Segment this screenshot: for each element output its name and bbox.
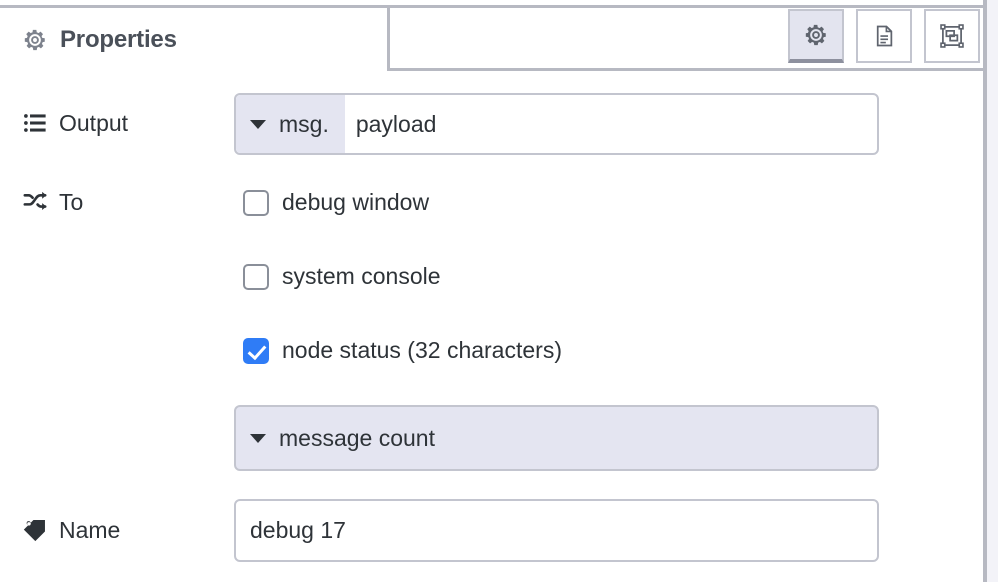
name-row: Name — [0, 499, 983, 562]
checkbox-node-status-box[interactable] — [243, 337, 269, 364]
checkbox-debug-window[interactable]: debug window — [243, 189, 429, 216]
flow-canvas-strip[interactable] — [987, 0, 998, 582]
shuffle-icon — [22, 189, 48, 215]
output-typed-input: msg. — [234, 93, 879, 155]
panel-resize-divider[interactable] — [983, 0, 987, 582]
output-type-select[interactable]: msg. — [236, 95, 345, 153]
chevron-down-icon — [250, 433, 266, 443]
checkbox-system-console-box[interactable] — [243, 263, 269, 290]
tab-properties-label: Properties — [60, 25, 177, 53]
output-row: Output msg. — [0, 93, 983, 155]
to-label-text: To — [59, 188, 84, 215]
status-type-select[interactable]: message count — [234, 405, 879, 471]
output-type-label: msg. — [279, 110, 329, 137]
appearance-icon — [940, 24, 964, 48]
properties-button[interactable] — [788, 9, 844, 63]
name-input[interactable] — [236, 501, 877, 560]
appearance-button[interactable] — [924, 9, 980, 63]
panel-header: Properties — [0, 0, 983, 71]
chevron-down-icon — [250, 119, 266, 129]
tab-properties[interactable]: Properties — [0, 8, 390, 71]
output-property-input[interactable] — [344, 95, 877, 153]
checkbox-debug-window-label: debug window — [282, 189, 430, 215]
header-top-rule — [0, 5, 983, 8]
list-icon — [22, 110, 48, 136]
checkbox-debug-window-box[interactable] — [243, 189, 269, 216]
tag-icon — [22, 517, 48, 543]
checkbox-node-status[interactable]: node status (32 characters) — [243, 337, 562, 364]
output-label-text: Output — [59, 109, 129, 136]
name-input-wrapper — [234, 499, 879, 562]
document-icon — [876, 25, 893, 47]
output-label: Output — [22, 107, 128, 139]
name-label: Name — [22, 514, 120, 546]
status-type-value: message count — [279, 424, 435, 451]
gear-icon — [22, 27, 48, 53]
gear-icon — [805, 24, 826, 46]
to-row: To — [0, 186, 983, 218]
checkbox-system-console[interactable]: system console — [243, 263, 441, 290]
checkbox-system-console-label: system console — [282, 263, 441, 289]
to-label: To — [22, 186, 83, 218]
checkbox-node-status-label: node status (32 characters) — [282, 337, 562, 363]
tab-bar-underline — [390, 68, 983, 71]
name-label-text: Name — [59, 516, 121, 543]
description-button[interactable] — [856, 9, 912, 63]
